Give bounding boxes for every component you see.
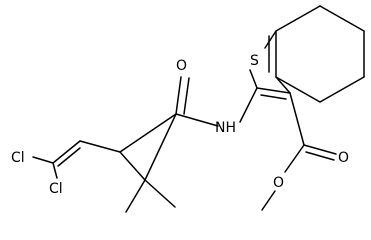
bond: [275, 76, 291, 94]
bond: [119, 151, 146, 181]
atom-label-ester-carbonyl-oxygen: O: [338, 150, 349, 166]
bond: [119, 113, 177, 153]
atom-label-sulfur: S: [250, 53, 259, 69]
methyl-ester: [261, 92, 337, 211]
bond: [125, 179, 146, 213]
bond: [319, 76, 365, 103]
bond: [256, 87, 291, 94]
bond: [303, 144, 337, 155]
bond: [57, 147, 81, 167]
bond: [239, 87, 258, 123]
bond: [144, 113, 177, 181]
bond: [261, 190, 276, 211]
atom-label-ester-methoxy-oxygen: O: [273, 175, 284, 191]
atom-label-chlorine-upper: Cl: [11, 150, 25, 166]
bond: [284, 144, 305, 173]
bond: [275, 5, 321, 32]
bond: [289, 92, 305, 146]
bond: [144, 179, 176, 208]
atom-label-chlorine-lower: Cl: [49, 181, 63, 197]
bond: [183, 77, 190, 115]
atom-label-nh: NH: [215, 120, 236, 136]
cyclopropane-ring: [119, 113, 177, 213]
bond: [305, 151, 335, 161]
cyclohexane-ring: [275, 5, 365, 103]
amide-linkage: [175, 76, 258, 127]
bond: [52, 162, 58, 179]
atom-label-amide-oxygen: O: [176, 58, 187, 74]
molecule-canvas: S NH O O O Cl Cl: [11, 5, 365, 213]
bond: [260, 94, 287, 100]
dichlorovinyl-group: [32, 140, 121, 179]
bond: [175, 76, 182, 115]
bond: [175, 113, 219, 127]
bond: [79, 140, 121, 153]
thiophene-ring: [249, 30, 291, 100]
bond: [32, 156, 54, 164]
bond: [249, 69, 258, 89]
bond: [275, 76, 321, 103]
bond: [319, 5, 365, 32]
structure-diagram: S NH O O O Cl Cl: [11, 5, 365, 213]
bond: [52, 140, 81, 164]
bond: [264, 30, 277, 49]
